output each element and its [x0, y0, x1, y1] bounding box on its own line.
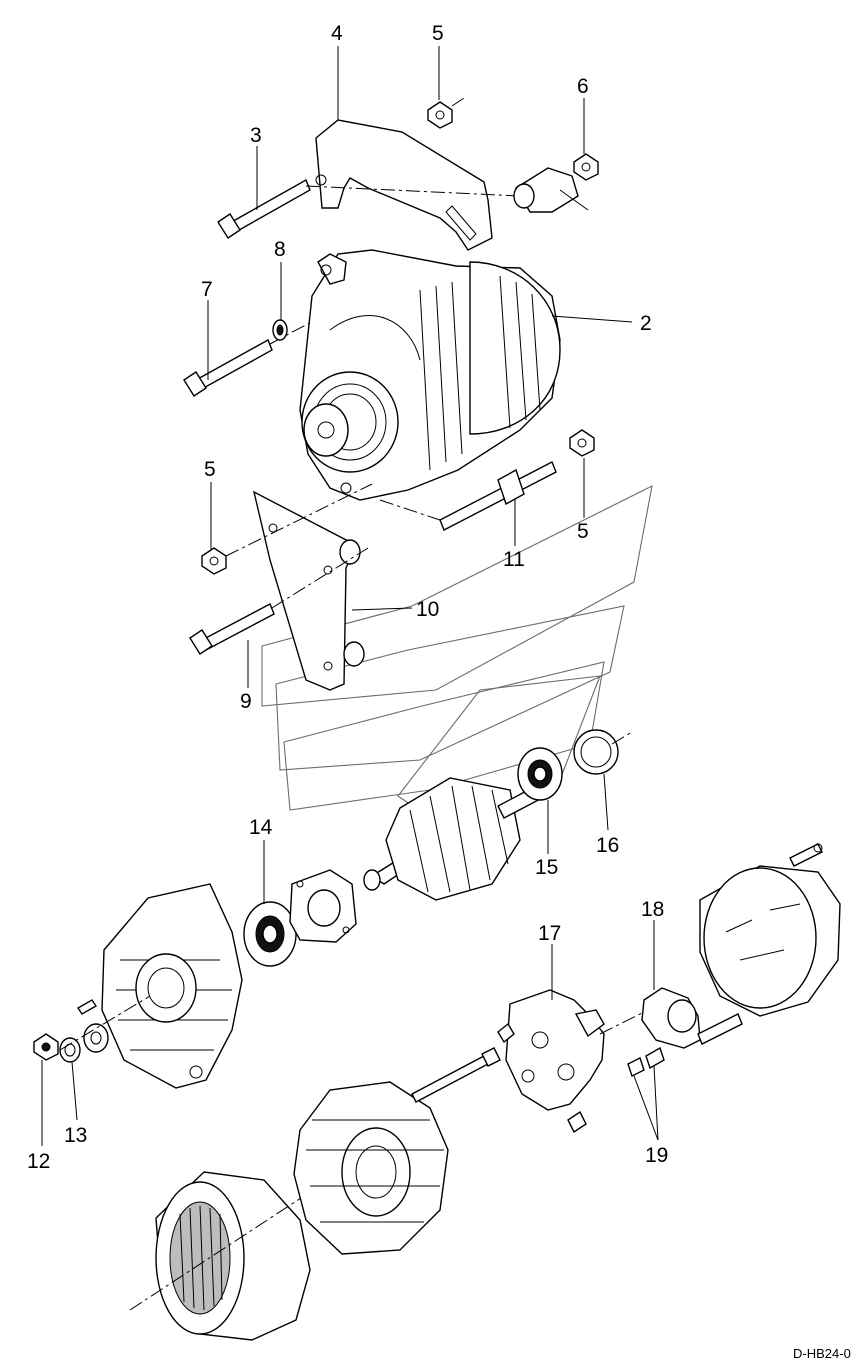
leader-lines: [41, 46, 659, 1146]
drive-end-housing: [101, 883, 243, 1089]
nut-part-5-right: [569, 429, 595, 457]
nut-part-12: [33, 1033, 59, 1061]
callout-2: 2: [640, 312, 652, 335]
callout-8: 8: [274, 238, 286, 261]
callout-11: 11: [503, 548, 525, 571]
callout-17: 17: [538, 922, 561, 945]
callout-18: 18: [641, 898, 664, 921]
spacer: [59, 995, 151, 1053]
upper-mounting-bracket: [315, 119, 493, 251]
retainer-plate: [289, 869, 357, 943]
slip-ring-end-housing: [293, 1081, 449, 1255]
rotor: [363, 777, 547, 901]
rear-cover: [699, 843, 841, 1017]
nut-part-5-top: [427, 97, 465, 129]
lower-bracket-plate: [252, 490, 365, 691]
callout-6: 6: [577, 75, 589, 98]
callout-15: 15: [535, 856, 558, 879]
bolt-part-9: [189, 547, 369, 655]
rectifier-part-17: [497, 989, 605, 1134]
stud-part-11: [379, 461, 557, 531]
adjuster-arm: [513, 167, 589, 213]
callout-9: 9: [240, 690, 252, 713]
callout-10: 10: [416, 598, 439, 621]
callout-14: 14: [249, 816, 273, 839]
ring-part-16: [573, 729, 633, 775]
bearing-part-15: [517, 747, 563, 801]
bolt-part-3: [217, 178, 521, 239]
nut-part-6: [573, 153, 599, 181]
washer-part-8: [272, 319, 288, 341]
callout-12: 12: [27, 1150, 50, 1173]
callout-5-top: 5: [432, 22, 444, 45]
through-bolt: [411, 1047, 501, 1103]
callout-16: 16: [596, 834, 619, 857]
callout-19: 19: [645, 1144, 668, 1167]
springs-part-19: [627, 1046, 665, 1077]
stator-assembly: [129, 1119, 421, 1341]
callout-5-right: 5: [577, 520, 589, 543]
drawing-code: D-HB24-0: [793, 1346, 851, 1360]
alternator-assembly: [299, 249, 561, 501]
callout-4: 4: [331, 22, 343, 45]
callout-5-left: 5: [204, 458, 216, 481]
callout-13: 13: [64, 1124, 87, 1147]
callout-3: 3: [250, 124, 262, 147]
washer-part-13: [59, 1037, 81, 1063]
regulator-part-18: [599, 987, 743, 1049]
bearing-part-14: [243, 901, 297, 967]
callout-7: 7: [201, 278, 213, 301]
nut-part-5-left: [201, 483, 373, 575]
callouts: 4 5 6 3 8 7 2 5 5 11 10 9 14 15 16 17 18…: [27, 22, 668, 1173]
